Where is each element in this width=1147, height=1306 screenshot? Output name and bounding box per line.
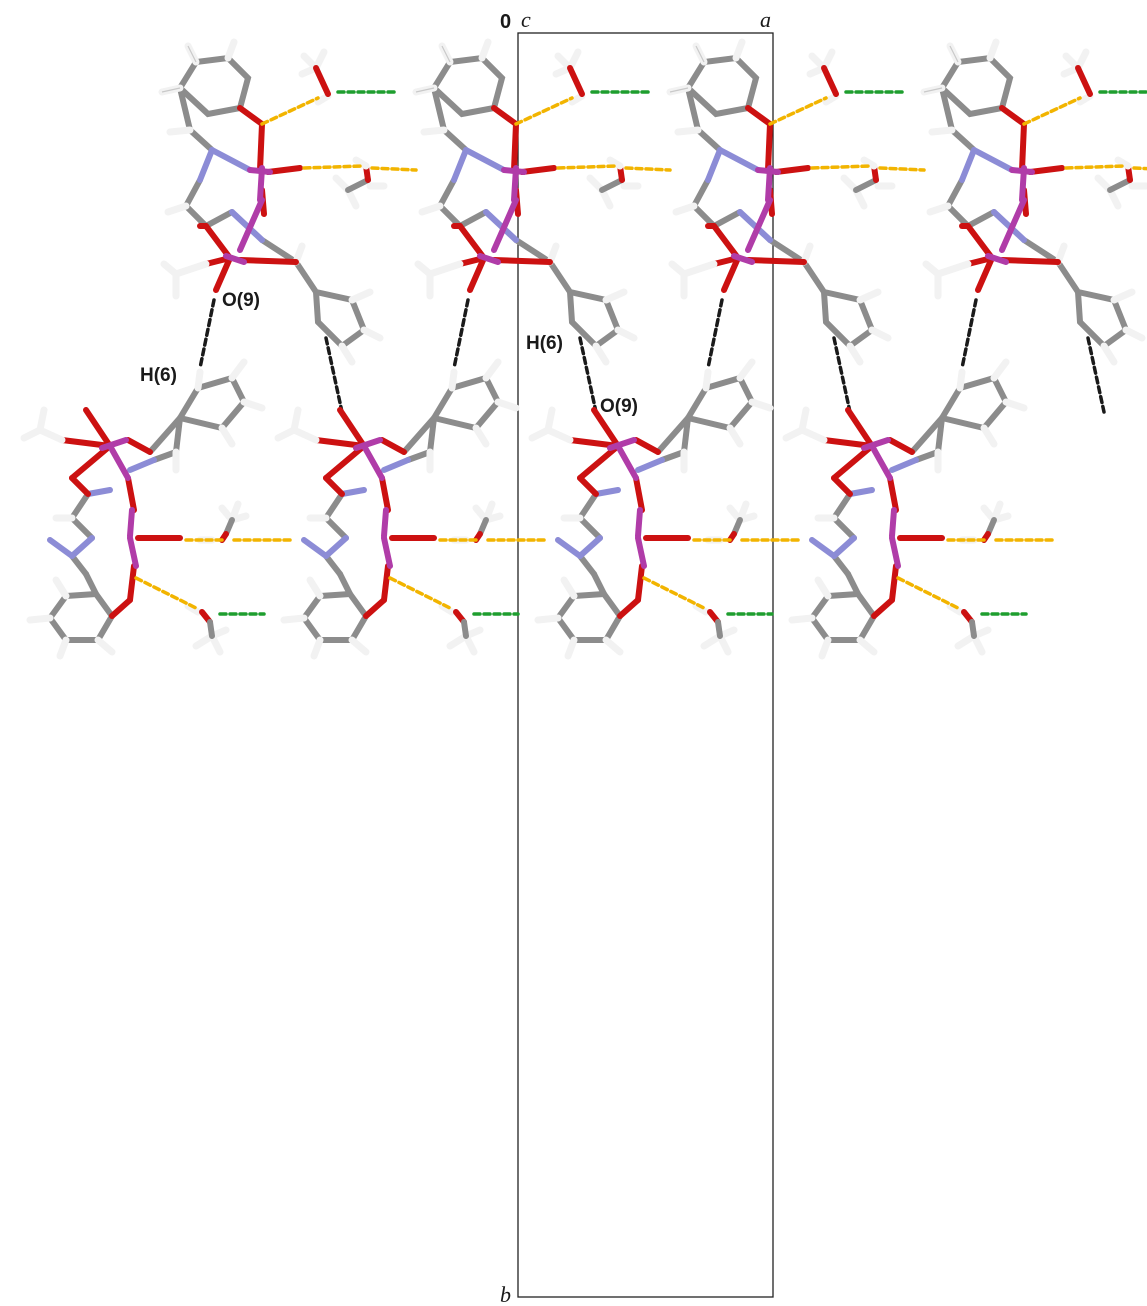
label-o9-center: O(9) — [600, 396, 638, 417]
molecule-column-4 — [786, 42, 1147, 656]
molecule-column-3 — [532, 42, 924, 656]
molecule-column-2 — [278, 42, 670, 656]
molecule-column-1 — [24, 42, 416, 656]
molecular-layer — [24, 42, 1147, 656]
axis-c-label: c — [521, 7, 531, 32]
axis-origin-label: 0 — [500, 11, 511, 33]
label-h6-center: H(6) — [526, 333, 563, 354]
label-h6-left: H(6) — [140, 365, 177, 386]
label-o9-left: O(9) — [222, 290, 260, 311]
unit-cell-outline — [517, 32, 774, 1298]
axis-a-label: a — [760, 7, 771, 32]
axis-b-label: b — [500, 1282, 511, 1306]
